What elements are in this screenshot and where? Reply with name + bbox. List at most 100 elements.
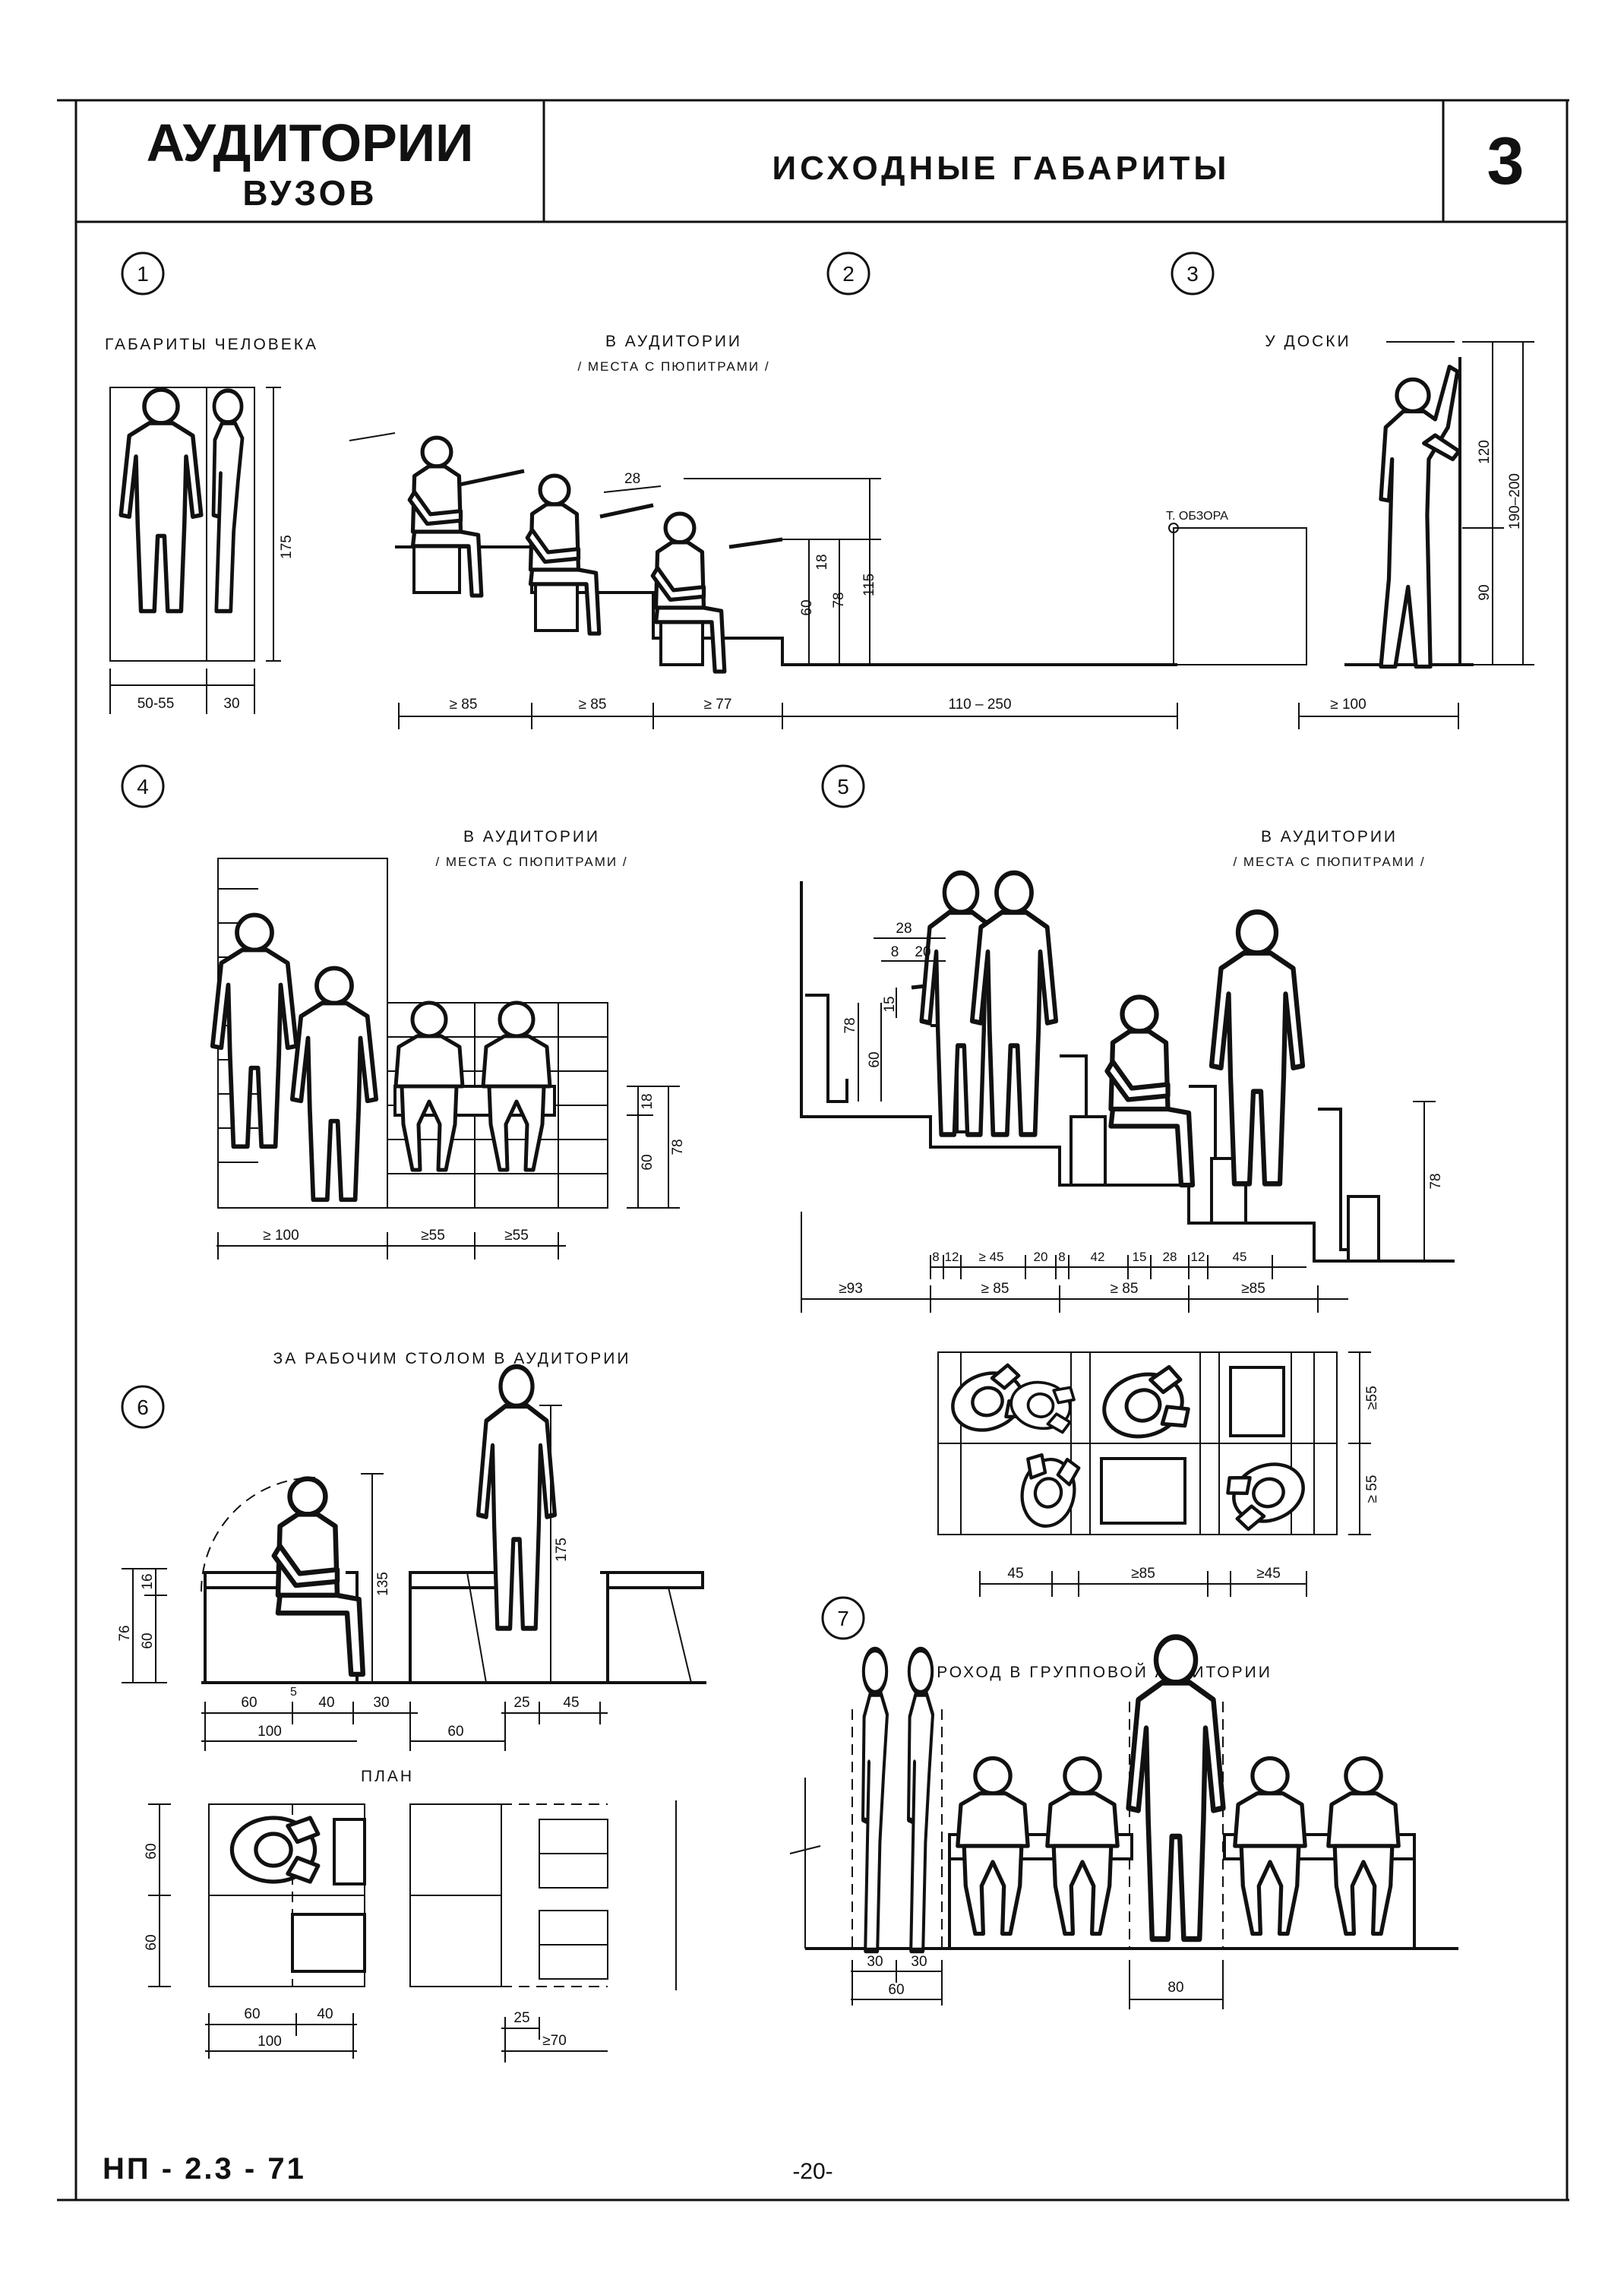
fig5-plan-v1: ≥55	[1364, 1386, 1380, 1410]
figure-4: 4 В АУДИТОРИИ / МЕСТА С ПЮПИТРАМИ /	[121, 764, 686, 1260]
fig2-dim-18: 18	[814, 554, 830, 570]
fig5-chain-7: 28	[1163, 1250, 1177, 1264]
figure-3: 3 У ДОСКИ Т. ОБЗОРА 120 90 190–200 ≥ 100	[1166, 251, 1534, 729]
fig4-dim-18: 18	[640, 1093, 656, 1109]
figure-5-subtitle: / МЕСТА С ПЮПИТРАМИ /	[1233, 855, 1425, 869]
sheet-title: АУДИТОРИИ	[147, 113, 474, 172]
fig3-dim-clear: ≥ 100	[1330, 697, 1366, 713]
fig5-dim-60: 60	[867, 1051, 883, 1067]
figure-3-title: У ДОСКИ	[1265, 333, 1351, 350]
fig5-dim-78a: 78	[842, 1017, 858, 1033]
fig5-dim-28: 28	[896, 921, 912, 937]
fig5-plan-v2: ≥ 55	[1364, 1475, 1380, 1503]
fig1-dim-width-front: 50-55	[137, 696, 175, 712]
fig5-row-2: ≥ 85	[1111, 1281, 1139, 1297]
figure-4-number: 4	[137, 775, 149, 798]
figure-5-number: 5	[837, 775, 849, 798]
fig5-dim-8: 8	[891, 944, 899, 960]
fig4-dim-78: 78	[670, 1139, 686, 1155]
figure-3-number: 3	[1186, 262, 1199, 286]
fig6-plan-70: ≥70	[542, 2033, 567, 2049]
fig5-dim-15: 15	[882, 996, 898, 1012]
fig1-dim-width-side: 30	[223, 696, 239, 712]
fig7-dim-30b: 30	[911, 1954, 927, 1970]
figure-1: 1 ГАБАРИТЫ ЧЕЛОВЕКА 175 50-55 30	[105, 251, 318, 714]
figure-7: 7 ПРОХОД В ГРУППОВОЙ АУДИТОРИИ	[789, 1596, 1458, 2009]
figure-7-title: ПРОХОД В ГРУППОВОЙ АУДИТОРИИ	[923, 1663, 1272, 1681]
fig5-chain-0: 8	[932, 1250, 939, 1264]
fig5-chain-5: 42	[1091, 1250, 1105, 1264]
fig6-dim-h30: 30	[373, 1695, 389, 1711]
fig6-dim-h25: 25	[513, 1695, 529, 1711]
fig5-row-1: ≥ 85	[981, 1281, 1009, 1297]
fig6-dim-h45: 45	[563, 1695, 579, 1711]
fig5-plan-h0: 45	[1007, 1566, 1023, 1582]
fig5-chain-6: 15	[1133, 1250, 1147, 1264]
figure-6-title: ЗА РАБОЧИМ СТОЛОМ В АУДИТОРИИ	[273, 1350, 631, 1367]
fig7-dim-60: 60	[888, 1982, 904, 1998]
fig4-dim-aisle: ≥ 100	[263, 1228, 299, 1244]
figure-6: ЗА РАБОЧИМ СТОЛОМ В АУДИТОРИИ 6 76 16 60…	[117, 1350, 706, 2062]
fig2-dim-row2: ≥ 85	[579, 697, 607, 713]
figure-7-number: 7	[837, 1607, 849, 1630]
fig5-chain-3: 20	[1034, 1250, 1048, 1264]
fig6-dim-h60b: 60	[447, 1724, 463, 1740]
fig5-chain-2: ≥ 45	[979, 1250, 1004, 1264]
fig2-dim-row1: ≥ 85	[450, 697, 478, 713]
fig3-dim-120: 120	[1477, 440, 1493, 464]
figure-5-title: В АУДИТОРИИ	[1261, 828, 1398, 846]
sheet-frame	[57, 99, 1569, 2202]
figure-2-number: 2	[842, 262, 855, 286]
fig5-chain-8: 12	[1191, 1250, 1205, 1264]
fig2-dim-115: 115	[861, 574, 877, 596]
footer-page: -20-	[792, 2159, 833, 2184]
fig4-dim-seat1: ≥55	[421, 1228, 445, 1244]
fig6-dim-16: 16	[140, 1573, 156, 1589]
fig1-dim-height: 175	[279, 535, 295, 559]
fig5-dim-78b: 78	[1428, 1173, 1444, 1189]
figure-4-title: В АУДИТОРИИ	[463, 828, 600, 846]
fig6-dim-76: 76	[117, 1625, 133, 1641]
fig6-dim-h40: 40	[318, 1695, 334, 1711]
fig2-dim-gap: 110 – 250	[948, 697, 1011, 713]
sheet-subtitle: ВУЗОВ	[242, 173, 377, 213]
fig5-row-0: ≥93	[839, 1281, 863, 1297]
fig4-dim-seat2: ≥55	[504, 1228, 529, 1244]
fig3-view-point: Т. ОБЗОРА	[1166, 510, 1228, 523]
figure-2-subtitle: / МЕСТА С ПЮПИТРАМИ /	[577, 359, 769, 374]
fig6-plan-60b: 60	[144, 1934, 160, 1950]
fig6-dim-h100: 100	[258, 1724, 282, 1740]
footer-code: НП - 2.3 - 71	[103, 2152, 306, 2186]
fig5-plan-h2: ≥45	[1256, 1566, 1281, 1582]
section-title: ИСХОДНЫЕ ГАБАРИТЫ	[773, 150, 1231, 187]
fig6-plan-label: ПЛАН	[361, 1768, 414, 1785]
fig6-dim-h60: 60	[241, 1695, 257, 1711]
fig6-plan-60: 60	[244, 2006, 260, 2022]
fig6-plan-40: 40	[317, 2006, 333, 2022]
sheet-number: 3	[1487, 123, 1524, 198]
figure-4-subtitle: / МЕСТА С ПЮПИТРАМИ /	[435, 855, 627, 869]
figure-1-title: ГАБАРИТЫ ЧЕЛОВЕКА	[105, 336, 318, 353]
fig7-dim-30a: 30	[867, 1954, 883, 1970]
fig7-dim-80: 80	[1167, 1980, 1183, 1996]
fig2-dim-desk: 28	[624, 471, 640, 487]
fig6-plan-100: 100	[258, 2034, 282, 2050]
fig6-dim-175: 175	[554, 1538, 570, 1562]
fig4-dim-60: 60	[640, 1154, 656, 1170]
fig2-dim-row3: ≥ 77	[704, 697, 732, 713]
figure-2-title: В АУДИТОРИИ	[605, 333, 742, 350]
fig5-chain-9: 45	[1233, 1250, 1247, 1264]
fig3-dim-190: 190–200	[1507, 473, 1523, 529]
fig2-dim-78: 78	[831, 592, 847, 608]
fig3-dim-90: 90	[1477, 584, 1493, 600]
fig6-plan-25: 25	[513, 2010, 529, 2026]
fig6-plan-60a: 60	[144, 1843, 160, 1859]
fig5-chain-1: 12	[945, 1250, 959, 1264]
fig5-chain-4: 8	[1058, 1250, 1065, 1264]
fig5-plan-h1: ≥85	[1131, 1566, 1155, 1582]
fig5-dim-20: 20	[915, 944, 930, 960]
fig6-dim-135: 135	[375, 1572, 391, 1596]
fig6-dim-5: 5	[290, 1686, 297, 1699]
fig6-dim-60: 60	[140, 1633, 156, 1648]
fig2-dim-60: 60	[799, 599, 815, 615]
